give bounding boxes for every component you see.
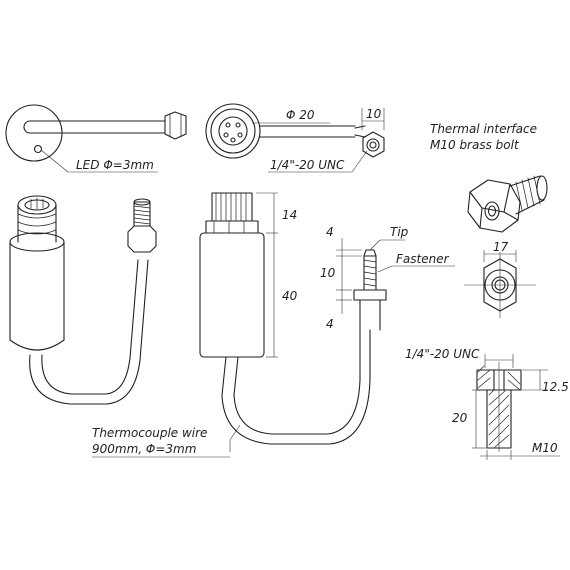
connector-pin [230, 137, 236, 143]
hex-nut-top-view [464, 250, 536, 318]
probe-side-view [336, 238, 455, 331]
hex-nut-front [362, 131, 385, 158]
bolt-section-view [472, 354, 560, 460]
dim-10-top-label: 10 [366, 107, 382, 121]
dim-20-label: 20 [452, 411, 468, 425]
dim-4-bottom-label: 4 [326, 317, 334, 331]
m10-label: M10 [532, 441, 558, 455]
dim-10-mid-label: 10 [320, 266, 336, 280]
dim-17-label: 17 [493, 240, 509, 254]
connector-pin [237, 132, 243, 138]
connector-pin [225, 122, 231, 128]
brass-bolt-label: M10 brass bolt [430, 138, 520, 152]
sensor-iso-view [9, 195, 149, 405]
unc-thread-top-label: 1/4"-20 UNC [270, 158, 345, 172]
probe-tip-iso [127, 198, 157, 253]
thermal-interface-label: Thermal interface [430, 122, 537, 136]
sensor-back-view [5, 104, 187, 173]
tip-label: Tip [390, 225, 409, 239]
connector-pin [223, 132, 229, 138]
wire-spec-label: 900mm, Φ=3mm [92, 442, 196, 456]
led-dot [33, 144, 43, 154]
unc-thread-bottom-label: 1/4"-20 UNC [405, 347, 480, 361]
fastener-label: Fastener [396, 252, 450, 266]
dim-4-top-label: 4 [326, 225, 334, 239]
brass-bolt-iso [467, 175, 548, 233]
hex-fitting-side [164, 111, 187, 140]
led-label: LED Φ=3mm [76, 158, 154, 172]
diameter-20-label: Φ 20 [286, 108, 315, 122]
dim-12-5-label: 12.5 [542, 380, 569, 394]
thermocouple-wire-label: Thermocouple wire [92, 426, 207, 440]
connector-front-view [205, 103, 385, 173]
dim-14-label: 14 [282, 208, 297, 222]
dim-40-label: 40 [282, 289, 298, 303]
connector-pin [235, 122, 241, 128]
sensor-side-view [199, 192, 371, 452]
